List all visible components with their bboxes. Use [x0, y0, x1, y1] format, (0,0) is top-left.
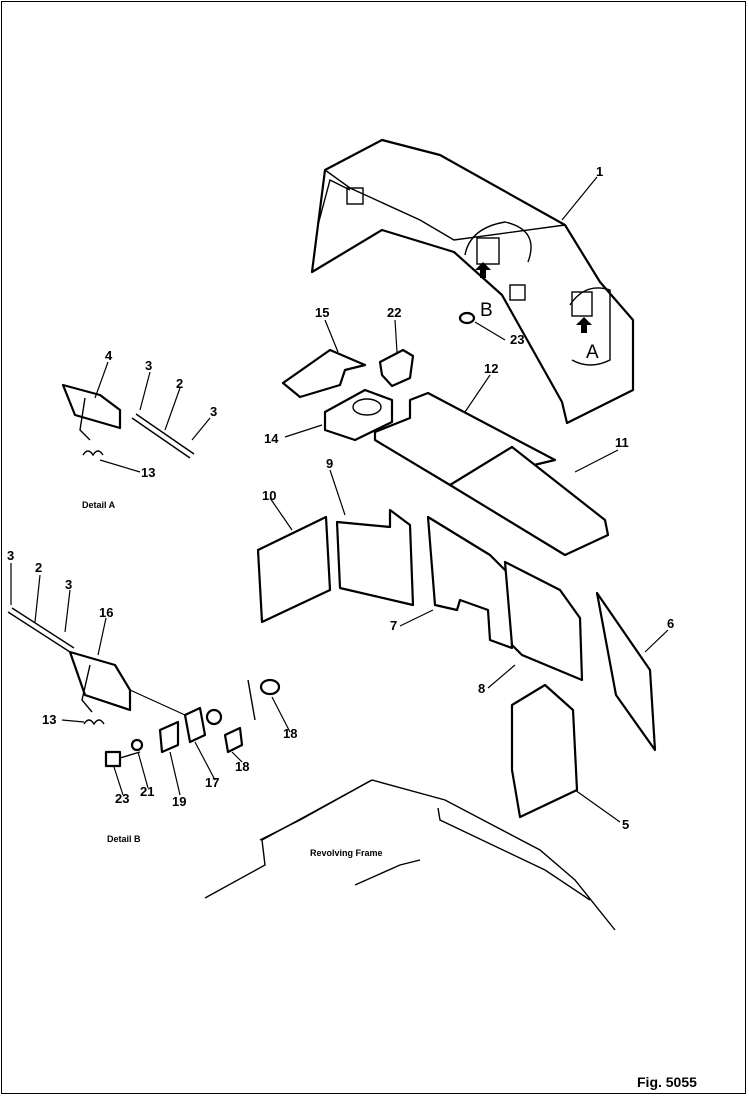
callout-4: 4 [105, 348, 113, 363]
bolt-part-23 [104, 750, 122, 768]
callout-9: 9 [326, 456, 333, 471]
insulation-pad-11 [448, 445, 610, 557]
callout-14: 14 [264, 431, 279, 446]
callout-6: 6 [667, 616, 674, 631]
detail-a-assembly: Detail A [61, 383, 195, 510]
leader-lines [10, 176, 669, 823]
rubber-stop-part-18 [259, 678, 281, 696]
callout-11: 11 [615, 435, 629, 450]
callout-5: 5 [622, 817, 629, 832]
grommet-part-23 [458, 311, 476, 325]
callout-18: 18 [235, 759, 249, 774]
bracket-part-18 [223, 726, 244, 754]
callout-3: 3 [210, 404, 217, 419]
bushing-part-18 [205, 708, 223, 726]
washer-part-21 [130, 738, 144, 752]
callout-7: 7 [390, 618, 397, 633]
arrow-b-icon [475, 262, 491, 278]
callout-22: 22 [387, 305, 401, 320]
revolving-frame-outline: Revolving Frame [204, 779, 616, 931]
callout-21: 21 [140, 784, 154, 799]
spring-part-13b [83, 719, 105, 726]
callout-13: 13 [141, 465, 155, 480]
insulation-panel-8 [503, 560, 584, 682]
block-part-22 [378, 348, 415, 388]
callout-numbers: 1 2 2 3 3 3 3 4 5 6 7 8 9 10 11 12 13 13… [7, 164, 674, 832]
detail-b-assembly: Detail B [7, 607, 281, 844]
callout-17: 17 [205, 775, 219, 790]
detail-a-caption: Detail A [82, 500, 116, 510]
callout-16: 16 [99, 605, 113, 620]
detail-b-caption: Detail B [107, 834, 141, 844]
arrow-a-icon [576, 317, 592, 333]
callout-2: 2 [176, 376, 183, 391]
bracket-part-17 [183, 706, 207, 744]
figure-number: Fig. 5055 [637, 1074, 697, 1090]
pin-part-2b [7, 611, 71, 653]
insulation-panel-7 [426, 515, 514, 650]
plate-part-19 [158, 720, 180, 754]
hood-cover: B A [310, 138, 635, 425]
latch-part-4 [61, 383, 122, 430]
callout-2: 2 [35, 560, 42, 575]
insulation-panel-6 [595, 591, 657, 752]
callout-3: 3 [145, 358, 152, 373]
insulation-panel-9 [335, 508, 415, 607]
callout-15: 15 [315, 305, 329, 320]
pin-part-2 [131, 417, 191, 459]
callout-23: 23 [510, 332, 524, 347]
view-marker-b: B [480, 300, 493, 321]
callout-3: 3 [7, 548, 14, 563]
block-part-14 [323, 388, 394, 442]
callout-19: 19 [172, 794, 186, 809]
callout-3: 3 [65, 577, 72, 592]
insulation-panel-5 [510, 683, 579, 819]
view-marker-a: A [586, 342, 599, 363]
callout-1: 1 [596, 164, 603, 179]
callout-8: 8 [478, 681, 485, 696]
callout-18: 18 [283, 726, 297, 741]
insulation-panel-10 [256, 515, 332, 624]
callout-13: 13 [42, 712, 56, 727]
frame-label: Revolving Frame [310, 848, 383, 858]
callout-12: 12 [484, 361, 498, 376]
insulation-pad-15 [281, 348, 367, 399]
callout-10: 10 [262, 488, 276, 503]
latch-part-16 [68, 650, 132, 712]
callout-23: 23 [115, 791, 129, 806]
spring-part-13 [82, 450, 104, 457]
